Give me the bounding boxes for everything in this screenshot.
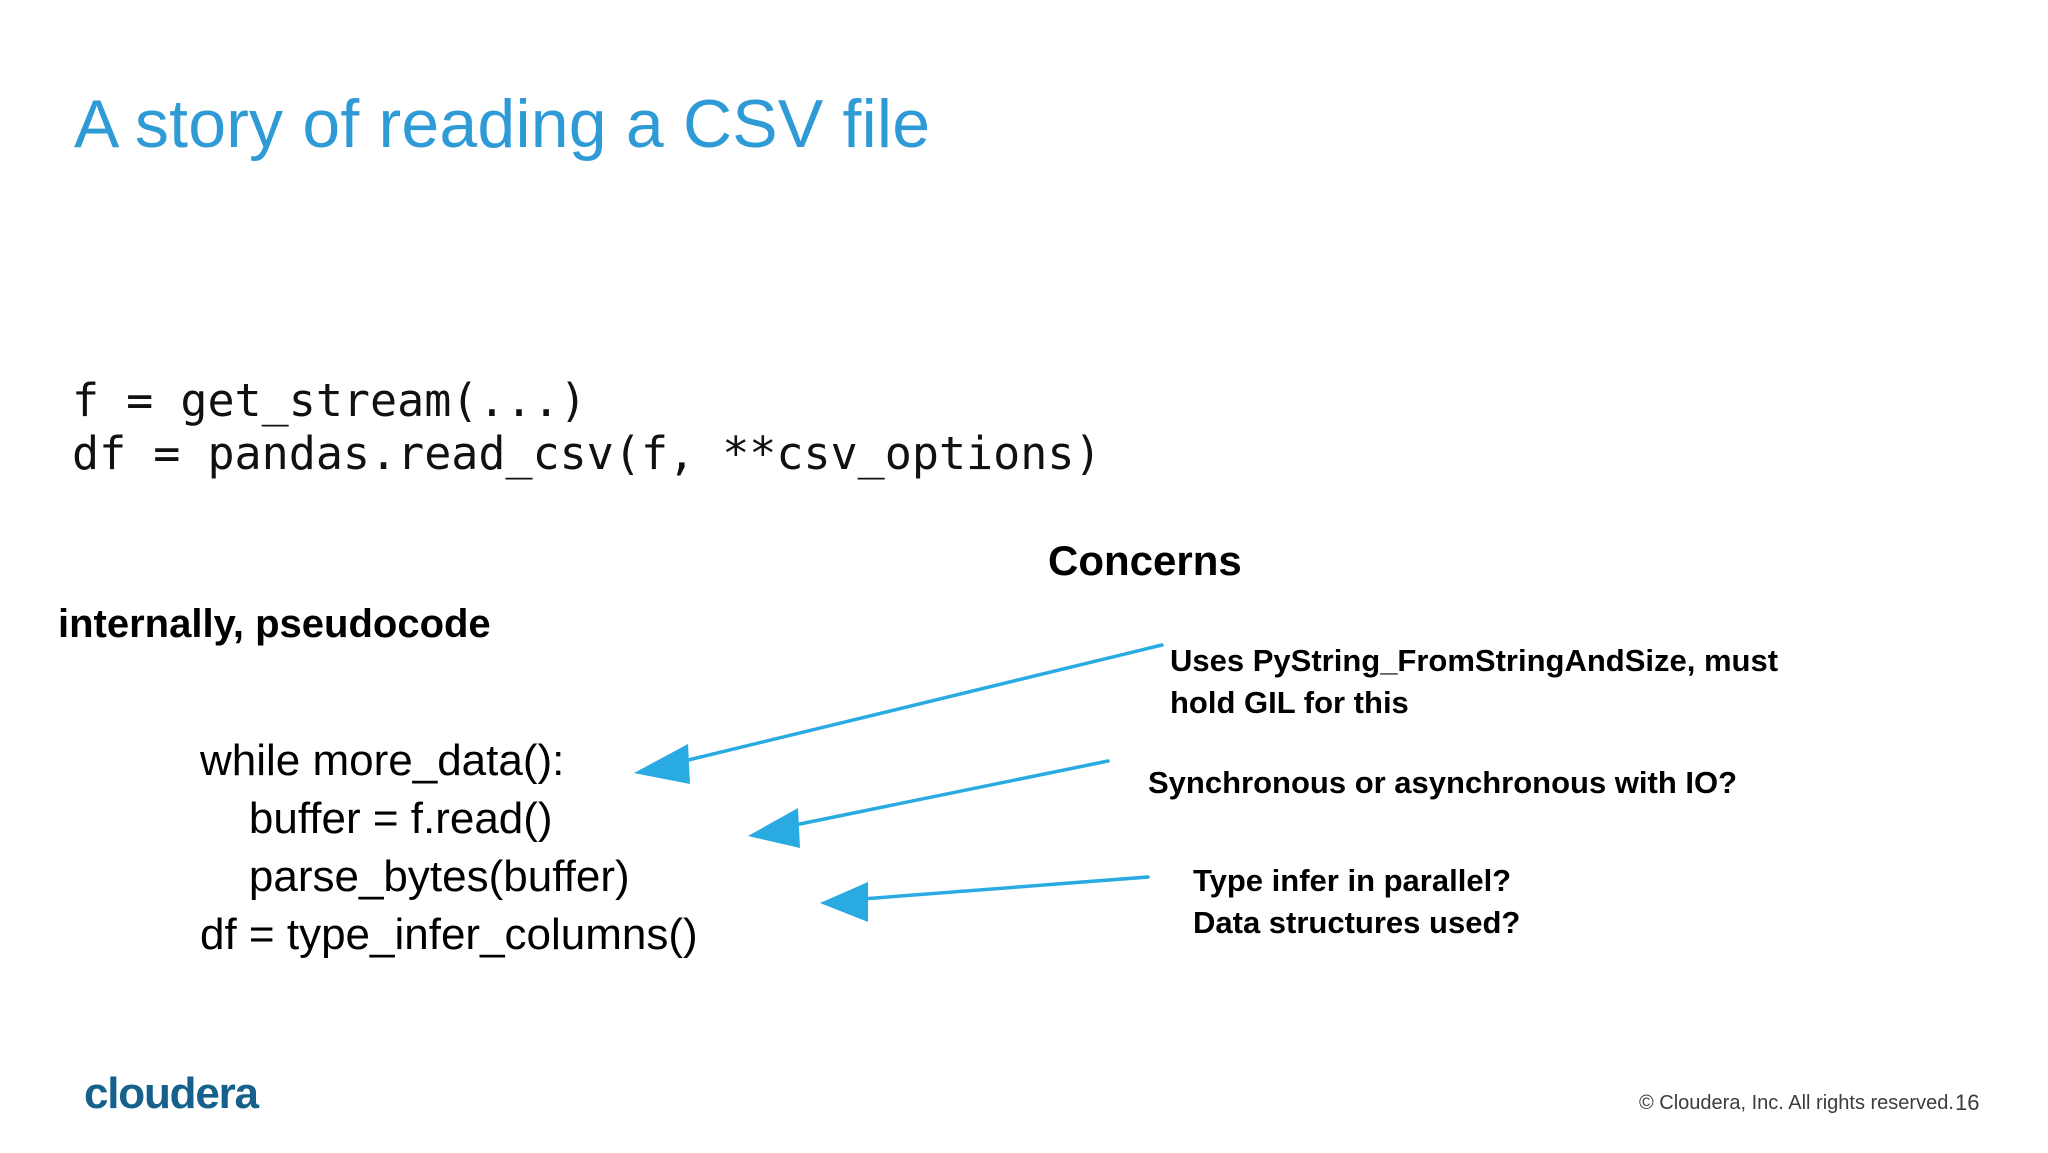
- page-title: A story of reading a CSV file: [74, 86, 931, 162]
- cloudera-logo: cloudera: [84, 1069, 259, 1118]
- arrow-to-parse-bytes-icon: [748, 759, 1110, 848]
- arrow-to-f-read-icon: [634, 643, 1164, 784]
- arrow-to-type-infer-icon: [820, 875, 1150, 922]
- pseudocode-block: while more_data(): buffer = f.read() par…: [200, 736, 698, 960]
- concern-note-gil: Uses PyString_FromStringAndSize, must ho…: [1170, 643, 1779, 720]
- concern-note-type-infer: Type infer in parallel? Data structures …: [1193, 863, 1521, 940]
- concerns-heading: Concerns: [1048, 537, 1242, 584]
- copyright-text: © Cloudera, Inc. All rights reserved.: [1639, 1092, 1954, 1114]
- page-number: 16: [1955, 1090, 1980, 1115]
- pseudocode-label: internally, pseudocode: [58, 602, 491, 646]
- concern-note-io: Synchronous or asynchronous with IO?: [1148, 765, 1738, 800]
- code-sample-block: f = get_stream(...) df = pandas.read_csv…: [72, 374, 1102, 480]
